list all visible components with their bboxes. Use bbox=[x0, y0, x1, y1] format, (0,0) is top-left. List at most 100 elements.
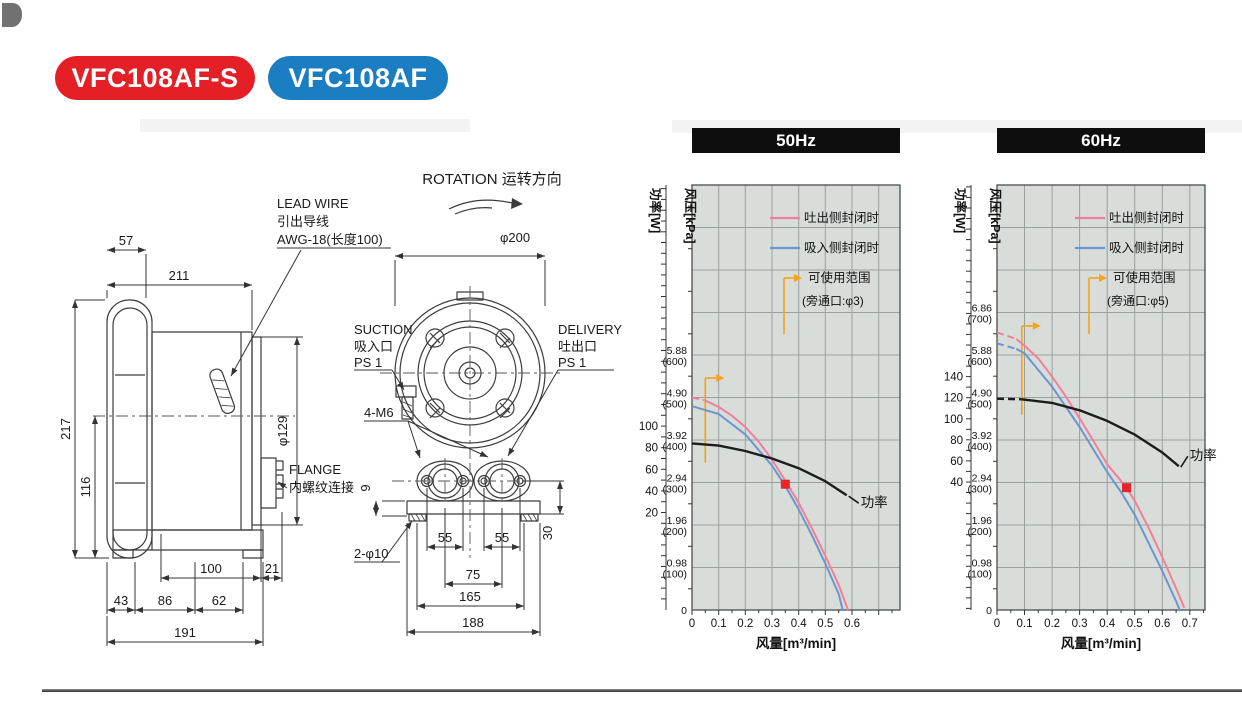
side-view-texts: 211 57 217 116 φ129 100 21 43 86 62 191 … bbox=[58, 196, 383, 640]
delivery-leader bbox=[507, 369, 559, 457]
lead-wire-leader bbox=[230, 249, 302, 377]
dim-191: 191 bbox=[174, 625, 196, 640]
svg-text:(600): (600) bbox=[662, 356, 687, 368]
pressure-axis-labels: 6.86(700)5.88(600)4.90(500)3.92(400)2.94… bbox=[967, 303, 992, 618]
dim-217: 217 bbox=[58, 418, 73, 440]
svg-text:0.3: 0.3 bbox=[1072, 618, 1088, 630]
svg-text:20: 20 bbox=[645, 508, 658, 520]
gridlines bbox=[692, 185, 900, 610]
svg-text:0.6: 0.6 bbox=[1154, 618, 1170, 630]
dim-57: 57 bbox=[119, 233, 133, 248]
svg-text:0.98: 0.98 bbox=[972, 558, 993, 570]
m6-leader-2 bbox=[407, 420, 489, 458]
svg-text:0.3: 0.3 bbox=[764, 618, 780, 630]
chart-title: 60Hz bbox=[1081, 131, 1121, 150]
svg-text:(旁通口:φ3): (旁通口:φ3) bbox=[802, 293, 864, 308]
discharge-side-closed-curve-dashed bbox=[691, 396, 706, 402]
dim-86: 86 bbox=[158, 593, 172, 608]
svg-text:80: 80 bbox=[950, 435, 963, 447]
m6-leader bbox=[407, 420, 421, 459]
svg-text:40: 40 bbox=[645, 486, 658, 498]
flange-leader bbox=[277, 481, 288, 489]
side-view-drawing: 211 57 217 116 φ129 100 21 43 86 62 191 … bbox=[58, 196, 391, 646]
x-axis-title: 风量[m³/min] bbox=[756, 636, 836, 651]
svg-text:4.90: 4.90 bbox=[972, 388, 993, 400]
dim-188: 188 bbox=[462, 615, 484, 630]
power-label-leader bbox=[848, 495, 860, 504]
svg-text:0.4: 0.4 bbox=[1099, 618, 1116, 630]
suction-side-closed-curve bbox=[691, 405, 844, 611]
dim-62: 62 bbox=[212, 593, 226, 608]
operating-point-marker bbox=[1122, 483, 1131, 493]
delivery-label: DELIVERY bbox=[558, 322, 622, 337]
front-view-dimensions bbox=[354, 253, 614, 636]
side-view-body bbox=[106, 299, 284, 559]
svg-text:0.2: 0.2 bbox=[737, 618, 753, 630]
usable-range-glyph bbox=[783, 277, 794, 334]
lead-wire-label: LEAD WIRE bbox=[277, 196, 349, 211]
dim-165: 165 bbox=[459, 589, 481, 604]
svg-text:0.7: 0.7 bbox=[1182, 618, 1198, 630]
svg-text:0.4: 0.4 bbox=[791, 618, 808, 630]
gridlines bbox=[997, 185, 1205, 610]
plot-area bbox=[691, 184, 901, 611]
x-axis-title: 风量[m³/min] bbox=[1061, 636, 1141, 651]
dim-30: 30 bbox=[540, 526, 555, 540]
svg-text:(600): (600) bbox=[967, 356, 992, 368]
svg-text:3.92: 3.92 bbox=[667, 430, 688, 442]
pressure-minor-ticks bbox=[993, 205, 997, 590]
scan-corner-mark bbox=[2, 3, 22, 27]
svg-text:0: 0 bbox=[681, 605, 687, 617]
svg-text:0.2: 0.2 bbox=[1044, 618, 1060, 630]
svg-text:(400): (400) bbox=[662, 441, 687, 453]
svg-text:1.96: 1.96 bbox=[667, 515, 688, 527]
svg-text:(100): (100) bbox=[662, 569, 687, 581]
suction-label: SUCTION bbox=[354, 322, 413, 337]
dim-9: 9 bbox=[358, 484, 373, 491]
discharge-side-closed-curve bbox=[1015, 338, 1186, 609]
svg-text:60: 60 bbox=[950, 456, 963, 468]
flange-label-cn: 内螺纹连接 bbox=[289, 480, 354, 495]
flange-label: FLANGE bbox=[289, 462, 341, 477]
lead-wire-stub bbox=[209, 368, 236, 414]
svg-text:吐出侧封闭时: 吐出侧封闭时 bbox=[804, 211, 880, 225]
svg-text:100: 100 bbox=[944, 414, 963, 426]
svg-text:0.6: 0.6 bbox=[844, 618, 860, 630]
chart-title-bar: 50Hz bbox=[692, 128, 900, 153]
front-view-texts: ROTATION 运转方向 φ200 SUCTION 吸入口 PS 1 DELI… bbox=[354, 171, 622, 630]
svg-text:吐出侧封闭时: 吐出侧封闭时 bbox=[1109, 211, 1185, 225]
svg-text:140: 140 bbox=[944, 372, 963, 384]
front-view-drawing: ROTATION 运转方向 φ200 SUCTION 吸入口 PS 1 DELI… bbox=[354, 171, 622, 636]
dim-21: 21 bbox=[265, 561, 279, 576]
power-axis bbox=[966, 185, 972, 610]
side-view-dimensions bbox=[72, 247, 391, 646]
legend: 吐出侧封闭时 吸入侧封闭时 可使用范围 (旁通口:φ3) bbox=[770, 211, 880, 334]
power-curve bbox=[691, 442, 848, 497]
svg-text:120: 120 bbox=[944, 393, 963, 405]
chart-title-bar: 60Hz bbox=[997, 128, 1205, 153]
suction-leader bbox=[391, 369, 405, 391]
dim-129: φ129 bbox=[275, 416, 290, 446]
foot-hole-leader bbox=[381, 520, 413, 563]
svg-text:(旁通口:φ5): (旁通口:φ5) bbox=[1107, 293, 1169, 308]
svg-text:0.98: 0.98 bbox=[667, 558, 688, 570]
dim-55b: 55 bbox=[495, 530, 509, 545]
svg-text:(400): (400) bbox=[967, 441, 992, 453]
power-axis-title: 功率[W] bbox=[953, 188, 968, 233]
dim-55a: 55 bbox=[438, 530, 452, 545]
svg-text:1.96: 1.96 bbox=[972, 515, 993, 527]
svg-text:0.5: 0.5 bbox=[817, 618, 833, 630]
power-label-leader bbox=[1180, 455, 1189, 468]
legend: 吐出侧封闭时 吸入侧封闭时 可使用范围 (旁通口:φ5) bbox=[1075, 211, 1185, 334]
suction-port-id: PS 1 bbox=[354, 355, 382, 370]
power-curve bbox=[1021, 398, 1180, 468]
pressure-minor-ticks bbox=[688, 205, 692, 590]
svg-text:可使用范围: 可使用范围 bbox=[1113, 270, 1176, 285]
svg-text:(700): (700) bbox=[967, 314, 992, 326]
rotation-label: ROTATION 运转方向 bbox=[422, 171, 561, 188]
x-axis-ticks bbox=[996, 610, 1205, 615]
